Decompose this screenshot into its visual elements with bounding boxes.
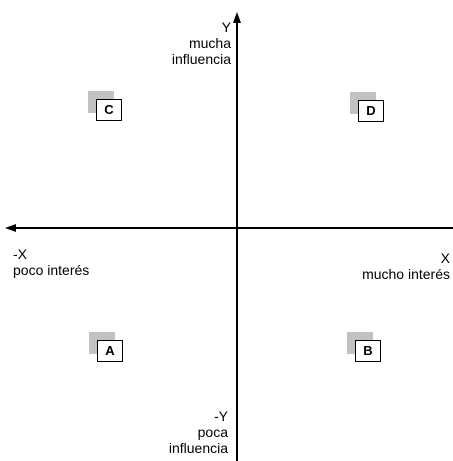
y-negative-label: -Y poca influencia [169, 408, 228, 456]
quadrant-c: C [88, 91, 124, 123]
y-positive-text-line1: mucha [188, 35, 231, 51]
quadrant-d: D [350, 92, 386, 124]
quadrant-c-label: C [96, 99, 122, 121]
x-negative-symbol: -X [13, 246, 27, 262]
x-negative-text: poco interés [13, 262, 90, 278]
quadrant-a-label: A [97, 340, 123, 362]
x-negative-label: -X poco interés [13, 246, 89, 278]
quadrant-b-label: B [355, 340, 381, 362]
x-positive-text: mucho interés [362, 266, 450, 282]
y-positive-label: Y mucha influencia [172, 19, 231, 67]
y-axis-arrowhead [233, 12, 241, 23]
y-positive-symbol: Y [221, 19, 231, 35]
x-axis-arrowhead [5, 224, 16, 232]
quadrant-a: A [89, 332, 125, 364]
x-positive-label: X mucho interés [362, 250, 450, 282]
quadrant-b: B [347, 332, 383, 364]
y-negative-text-line2: influencia [168, 440, 228, 456]
y-negative-text-line1: poca [197, 424, 228, 440]
y-positive-text-line2: influencia [171, 51, 231, 67]
quadrant-d-label: D [358, 100, 384, 122]
y-negative-symbol: -Y [214, 408, 228, 424]
x-positive-symbol: X [440, 250, 450, 266]
